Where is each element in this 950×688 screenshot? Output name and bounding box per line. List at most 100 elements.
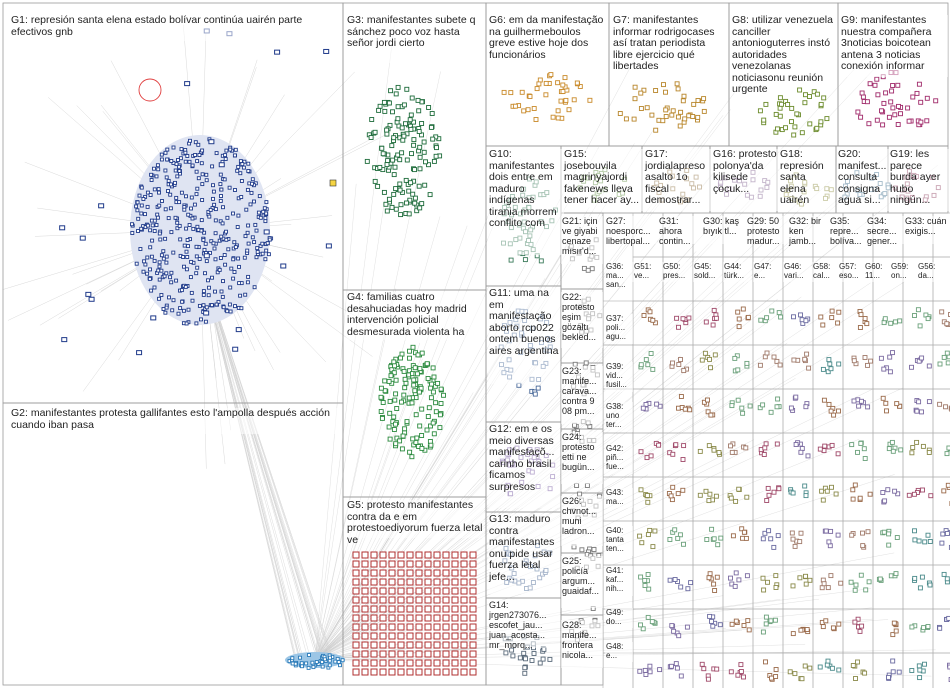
g5-node <box>433 578 441 586</box>
tiny-group-node <box>710 623 716 629</box>
g1-node <box>210 275 214 280</box>
g1-node <box>200 172 205 177</box>
g1-node <box>197 257 202 261</box>
g1-node <box>164 260 169 265</box>
tiny-group-node <box>820 322 826 328</box>
g10-node <box>523 229 528 235</box>
graph-edge <box>199 259 328 661</box>
g4-node <box>382 388 388 394</box>
tiny-group-node <box>836 408 841 414</box>
g1-node <box>79 235 86 241</box>
tiny-group-node <box>802 356 808 362</box>
g1-node <box>243 292 248 297</box>
g11-node <box>529 376 535 382</box>
g1-node <box>163 168 168 173</box>
g1-node <box>168 192 173 197</box>
g1-node <box>164 305 169 310</box>
g1-node <box>200 182 205 187</box>
g19-node <box>903 174 909 180</box>
g1-node <box>204 259 209 264</box>
tiny-group-node <box>836 621 842 627</box>
g3-node <box>393 186 399 192</box>
g5-node <box>433 614 441 622</box>
g1-node <box>219 289 224 294</box>
g5-node <box>397 569 405 577</box>
g3-node <box>408 126 414 132</box>
small-group-node <box>569 629 575 634</box>
g5-node <box>406 641 414 649</box>
g2-node <box>328 655 332 660</box>
g6-node <box>534 86 540 92</box>
g1-node <box>190 163 195 168</box>
g5-node <box>370 641 378 649</box>
graph-edge <box>199 259 320 661</box>
g8-node <box>818 119 824 125</box>
g2-node <box>340 658 345 663</box>
g3-node <box>417 166 423 172</box>
small-group-node <box>574 431 580 436</box>
g10-node <box>517 250 523 256</box>
small-group-node <box>585 296 591 302</box>
tiny-group-node <box>673 661 679 667</box>
g5-node <box>406 605 414 613</box>
graph-edge <box>314 644 806 661</box>
g7-node <box>695 98 701 103</box>
g7-node <box>638 106 644 111</box>
g1-node <box>211 183 215 188</box>
g1-node <box>228 309 233 314</box>
tiny-group-node <box>677 532 683 538</box>
g1-node <box>229 266 234 271</box>
g1-node <box>252 285 257 290</box>
tiny-group-node <box>763 621 769 627</box>
g1-node <box>166 216 171 221</box>
small-group-node <box>582 511 588 517</box>
tiny-group-node <box>741 623 747 628</box>
g5-node <box>361 614 369 622</box>
tiny-group-node <box>919 355 925 361</box>
g8-node <box>802 100 808 106</box>
g1-node <box>139 203 144 208</box>
g3-node <box>368 135 374 140</box>
g1-node <box>264 248 269 253</box>
g1-node <box>148 193 153 197</box>
tiny-group-node <box>948 312 950 317</box>
g3-node <box>433 153 439 159</box>
g1-node <box>155 163 160 168</box>
tiny-group-node <box>898 447 904 453</box>
g18-node <box>828 187 834 193</box>
g17-node <box>680 191 686 197</box>
g3-node <box>429 111 435 116</box>
tiny-group-node <box>680 457 686 462</box>
g1-node <box>236 164 241 169</box>
g16-node <box>764 184 770 190</box>
tiny-group-node <box>735 397 741 403</box>
g5-node <box>379 596 387 604</box>
g5-node <box>352 650 360 658</box>
g1-node <box>137 193 142 198</box>
g1-node <box>188 275 193 280</box>
tiny-group-node <box>670 360 675 366</box>
small-group-node <box>574 637 580 643</box>
g1-node <box>223 157 228 161</box>
g15-node <box>592 180 598 186</box>
g6-node <box>519 89 525 95</box>
g3-node <box>422 182 428 188</box>
g1-node <box>147 276 152 281</box>
g4-node <box>430 420 436 426</box>
g5-node <box>442 578 450 586</box>
graph-edge <box>199 259 312 661</box>
g8-node <box>803 92 808 98</box>
g1-node <box>189 259 194 264</box>
tiny-group-node <box>640 626 646 632</box>
g5-node <box>352 659 360 667</box>
tiny-group-node <box>833 491 839 497</box>
g3-node <box>372 178 378 184</box>
small-group-node <box>589 623 595 629</box>
g3-node <box>375 183 381 189</box>
g5-node <box>388 668 396 676</box>
tiny-group-node <box>728 575 733 581</box>
g5-node <box>433 569 441 577</box>
tiny-group-node <box>681 368 687 374</box>
g11-node <box>506 357 512 363</box>
tiny-group-node <box>647 527 653 533</box>
